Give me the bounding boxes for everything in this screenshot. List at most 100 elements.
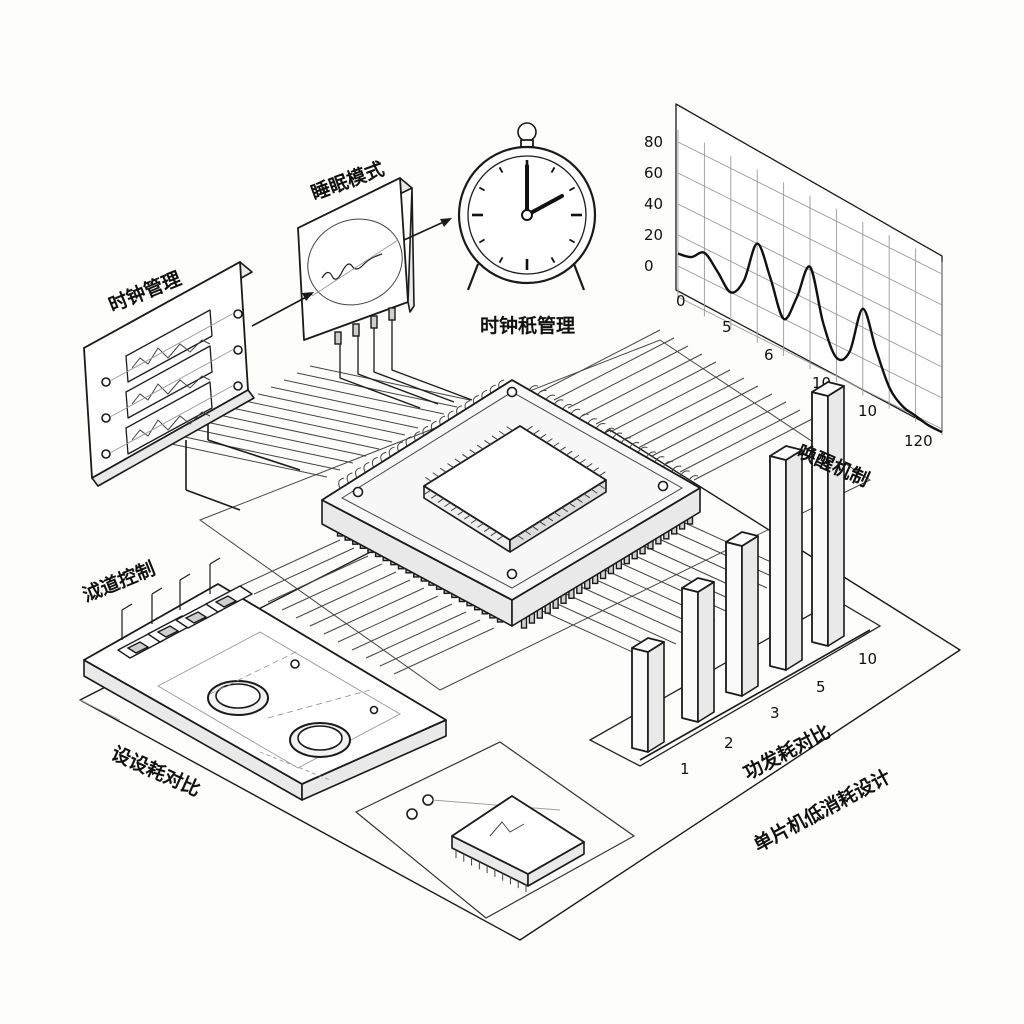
line-series: [677, 242, 943, 434]
bar: [785, 449, 803, 671]
trace: [373, 320, 455, 403]
die-lead: [552, 442, 560, 448]
trace: [679, 409, 801, 473]
trace: [565, 593, 677, 645]
circuit-traces: [166, 312, 815, 675]
trace: [637, 385, 759, 449]
pin: [388, 307, 396, 321]
trace: [205, 421, 367, 457]
die-lead: [439, 467, 447, 473]
bar: [697, 581, 715, 723]
die-lead: [576, 498, 583, 503]
toggle-knob: [214, 595, 238, 608]
terminal: [233, 309, 243, 319]
trace: [651, 393, 773, 457]
waveform: [131, 339, 211, 369]
bar-tick-label: 10: [858, 650, 877, 668]
die-lead: [430, 493, 438, 499]
microcontroller-chip: [321, 379, 701, 629]
die-lead: [470, 518, 478, 524]
trace: [218, 414, 380, 450]
die-lead: [464, 514, 471, 520]
die-lead: [497, 535, 504, 541]
terminal: [101, 449, 111, 459]
die-lead: [476, 444, 484, 450]
label-clock-low-management: 时钟秖管理: [480, 314, 575, 337]
clock-tick: [498, 256, 504, 264]
die-lead: [539, 521, 546, 526]
trace: [283, 379, 445, 415]
trace: [323, 587, 425, 635]
round-button-lower: [289, 722, 351, 758]
label-channel-control: 泧道控制: [79, 557, 158, 607]
label-power-compare: 功发耗对比: [740, 719, 835, 784]
die-lead: [568, 502, 576, 508]
x-tick-label: 5: [722, 318, 732, 336]
clock-tick: [568, 238, 576, 244]
trace: [665, 401, 787, 465]
chip-pin: [363, 462, 370, 473]
round-button-upper: [207, 680, 269, 716]
bar: [631, 647, 649, 753]
die-lead: [447, 463, 454, 468]
chip-pin: [397, 441, 404, 453]
die-lead: [484, 440, 491, 445]
y-tick-label: 80: [644, 133, 663, 151]
grid-line: [677, 296, 943, 430]
chip-pin: [355, 467, 361, 478]
die-lead: [424, 489, 431, 495]
trace: [393, 627, 495, 675]
clock-tick: [498, 166, 504, 174]
grid-line: [677, 203, 943, 337]
toggle-knob: [184, 611, 208, 624]
trace: [539, 329, 661, 393]
die-lead: [579, 458, 586, 464]
mini-board: [354, 741, 636, 919]
clock-tick: [550, 256, 556, 264]
terminal: [101, 377, 111, 387]
pin: [334, 331, 342, 345]
label-device-power-compare: 设设耗对比: [108, 742, 204, 802]
die-lead: [524, 530, 532, 536]
die-lead: [490, 531, 498, 537]
trace: [391, 312, 473, 401]
die-lead: [506, 426, 513, 432]
die-lead: [546, 516, 554, 522]
die-lead: [454, 458, 462, 464]
bar: [769, 445, 803, 461]
waveform: [131, 411, 211, 441]
trace: [578, 585, 690, 637]
bar: [741, 535, 759, 697]
trace: [351, 603, 453, 651]
bar: [725, 541, 743, 697]
die-lead: [483, 527, 491, 532]
bar: [811, 381, 845, 397]
die-lead: [561, 507, 568, 513]
trace: [281, 563, 383, 611]
die-lead: [462, 453, 469, 459]
grid-line: [677, 172, 943, 306]
trace: [339, 338, 421, 409]
die-lead: [531, 525, 539, 531]
bar-tick-label: 2: [724, 734, 734, 752]
trace: [581, 353, 703, 417]
die-lead: [559, 446, 566, 452]
trace: [609, 369, 731, 433]
die-lead: [585, 463, 593, 468]
trace: [270, 386, 432, 422]
die-lead: [590, 488, 598, 494]
trace: [309, 579, 411, 627]
trace: [239, 539, 341, 587]
bar: [769, 455, 787, 671]
waveform: [131, 375, 211, 405]
chip-pin: [388, 446, 395, 458]
trace: [337, 595, 439, 643]
bar: [647, 641, 665, 753]
die-lead: [425, 476, 432, 482]
die-lead: [592, 467, 600, 473]
